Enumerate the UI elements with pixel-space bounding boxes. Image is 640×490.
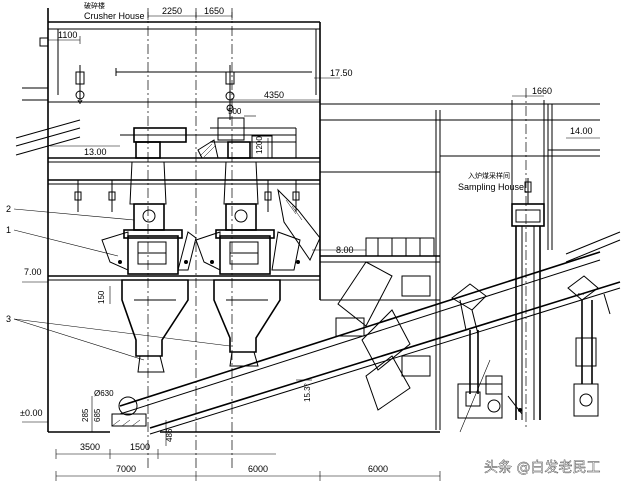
dim-top-right: 1650 bbox=[204, 6, 224, 16]
hoist-row bbox=[74, 180, 300, 212]
callout-3: 3 bbox=[6, 314, 11, 324]
elev-floor-mid: 8.00 bbox=[336, 245, 354, 255]
upper-conveyor bbox=[120, 117, 297, 159]
dim-small-c: 150 bbox=[97, 290, 106, 304]
dim-span-1: 7000 bbox=[116, 464, 136, 474]
crusher-house-label: Crusher House bbox=[84, 11, 145, 21]
dim-span-2: 6000 bbox=[248, 464, 268, 474]
dim-sampling-width: 1660 bbox=[532, 86, 552, 96]
dim-bay: 4350 bbox=[264, 90, 284, 100]
dim-h-c: 486 bbox=[165, 428, 174, 442]
dim-span-3: 6000 bbox=[368, 464, 388, 474]
dim-angle: 15.3° bbox=[303, 383, 312, 402]
elev-floor-low: 7.00 bbox=[24, 267, 42, 277]
dim-bottom-a: 3500 bbox=[80, 442, 100, 452]
hoist-left bbox=[75, 65, 85, 104]
hoists bbox=[74, 65, 532, 212]
transfer-tower bbox=[320, 110, 441, 430]
dim-left-width: 1100 bbox=[58, 30, 77, 40]
crusher-left bbox=[101, 141, 197, 373]
dim-small-a: 500 bbox=[228, 107, 242, 116]
elev-right-roof: 14.00 bbox=[570, 126, 593, 136]
dim-bottom-b: 1500 bbox=[130, 442, 150, 452]
inclined-conveyor bbox=[48, 251, 621, 435]
right-galleries bbox=[320, 103, 621, 263]
sampling-house-label-cn: 入炉煤采样间 bbox=[468, 171, 510, 180]
elev-roof: 17.50 bbox=[330, 68, 353, 78]
crusher-right bbox=[195, 141, 321, 367]
sampling-house-label: Sampling House bbox=[458, 182, 524, 192]
far-right-sampler bbox=[567, 275, 611, 417]
hoist-sampling bbox=[524, 178, 532, 204]
elev-floor-upper: 13.00 bbox=[84, 147, 107, 157]
dim-small-b: 1200 bbox=[255, 136, 264, 154]
sampling-elevator bbox=[451, 100, 545, 420]
hoist-center bbox=[225, 65, 235, 120]
dim-h-b: 685 bbox=[93, 408, 102, 422]
elev-ground: ±0.00 bbox=[20, 408, 42, 418]
crusher-house-structure bbox=[15, 8, 321, 432]
dimension-lines bbox=[13, 12, 600, 481]
dim-h-a: 285 bbox=[81, 408, 90, 422]
crusher-house-label-cn: 破碎楼 bbox=[84, 1, 105, 10]
callout-1: 1 bbox=[6, 225, 11, 235]
dim-top-left: 2250 bbox=[162, 6, 182, 16]
labels: 破碎楼 Crusher House 入炉煤采样间 Sampling House … bbox=[6, 1, 601, 476]
watermark: 头条 @白发老民工 bbox=[484, 459, 600, 476]
callout-2: 2 bbox=[6, 204, 11, 214]
dim-pipe: Ø630 bbox=[94, 389, 114, 398]
